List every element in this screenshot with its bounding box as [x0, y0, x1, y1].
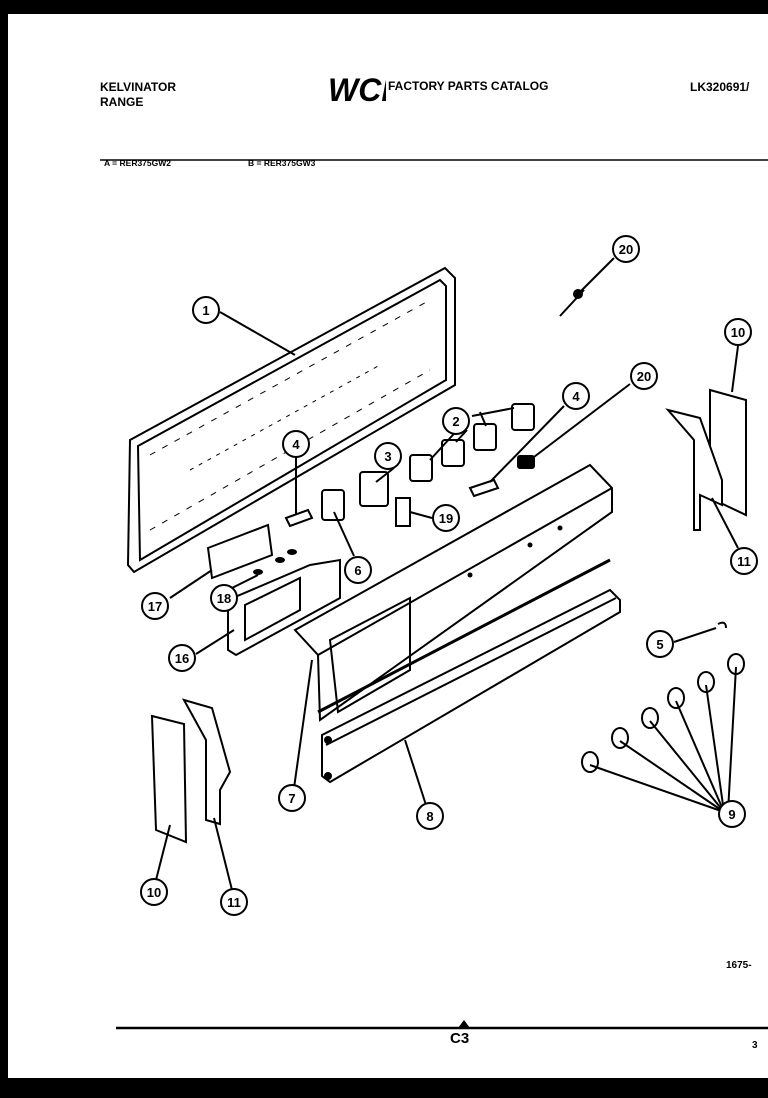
wci-logo: WCI	[328, 72, 386, 108]
callout-18: 18	[210, 584, 238, 612]
control-trim	[321, 588, 621, 784]
callout-4b: 4	[562, 382, 590, 410]
clip	[717, 621, 727, 629]
callout-7: 7	[278, 784, 306, 812]
leader-lines	[155, 257, 739, 891]
page-label: C3	[450, 1030, 470, 1047]
fittings	[517, 289, 585, 469]
callout-16: 16	[168, 644, 196, 672]
selector-switch	[321, 489, 345, 521]
callout-1: 1	[192, 296, 220, 324]
svg-text:4: 4	[292, 437, 300, 452]
switches	[409, 403, 535, 482]
svg-text:4: 4	[572, 389, 580, 404]
paper-sheet	[8, 14, 768, 1078]
callout-19: 19	[432, 504, 460, 532]
infinite-switch	[359, 471, 389, 507]
svg-text:3: 3	[384, 449, 391, 464]
callout-6: 6	[344, 556, 372, 584]
callout-5: 5	[646, 630, 674, 658]
page-corner-number: 3	[752, 1040, 758, 1051]
brand-name: KELVINATOR	[100, 80, 177, 94]
svg-text:1: 1	[202, 303, 209, 318]
svg-text:5: 5	[656, 637, 663, 652]
svg-text:6: 6	[354, 563, 361, 578]
svg-text:7: 7	[288, 791, 295, 806]
svg-text:20: 20	[637, 369, 651, 384]
svg-text:10: 10	[731, 325, 745, 340]
callout-17: 17	[141, 592, 169, 620]
svg-text:9: 9	[728, 807, 735, 822]
backguard-panel	[126, 266, 456, 574]
svg-text:10: 10	[147, 885, 161, 900]
control-knobs	[581, 653, 745, 773]
brand-block: KELVINATOR RANGE	[100, 80, 176, 110]
svg-text:20: 20	[619, 242, 633, 257]
model-a: A = RER375GW2	[104, 158, 171, 168]
callout-9: 9	[718, 800, 746, 828]
callout-10-left: 10	[140, 878, 168, 906]
callout-20b: 20	[630, 362, 658, 390]
model-b: B = RER375GW3	[248, 158, 316, 168]
end-caps-right	[665, 388, 747, 531]
callout-11-right: 11	[730, 547, 758, 575]
svg-text:17: 17	[148, 599, 162, 614]
control-console	[293, 463, 613, 722]
svg-text:18: 18	[217, 591, 231, 606]
callout-3: 3	[374, 442, 402, 470]
svg-text:19: 19	[439, 511, 453, 526]
footer-marker	[458, 1020, 470, 1028]
callout-10-right: 10	[724, 318, 752, 346]
catalog-number: LK320691/	[690, 80, 750, 94]
terminal-block	[395, 497, 411, 527]
callouts: 1 2 3 4 4 5 6 7 8 9 10 10 11 11 16 17 18…	[140, 235, 758, 916]
callout-8: 8	[416, 802, 444, 830]
svg-text:11: 11	[737, 554, 751, 569]
svg-text:8: 8	[426, 809, 433, 824]
callout-20a: 20	[612, 235, 640, 263]
indicator-lights	[284, 478, 500, 528]
callout-11-left: 11	[220, 888, 248, 916]
clock	[206, 523, 274, 580]
catalog-title: FACTORY PARTS CATALOG	[388, 79, 549, 93]
product-type: RANGE	[100, 95, 144, 109]
drawing-number: 1675-	[726, 960, 752, 971]
end-caps-left	[150, 698, 232, 844]
clock-housing	[227, 558, 341, 657]
svg-text:16: 16	[175, 651, 189, 666]
svg-text:2: 2	[452, 414, 459, 429]
callout-4a: 4	[282, 430, 310, 458]
callout-2: 2	[442, 407, 470, 435]
svg-text:11: 11	[227, 895, 241, 910]
logo-text: WCI	[328, 72, 386, 108]
clock-knobs	[253, 549, 297, 575]
